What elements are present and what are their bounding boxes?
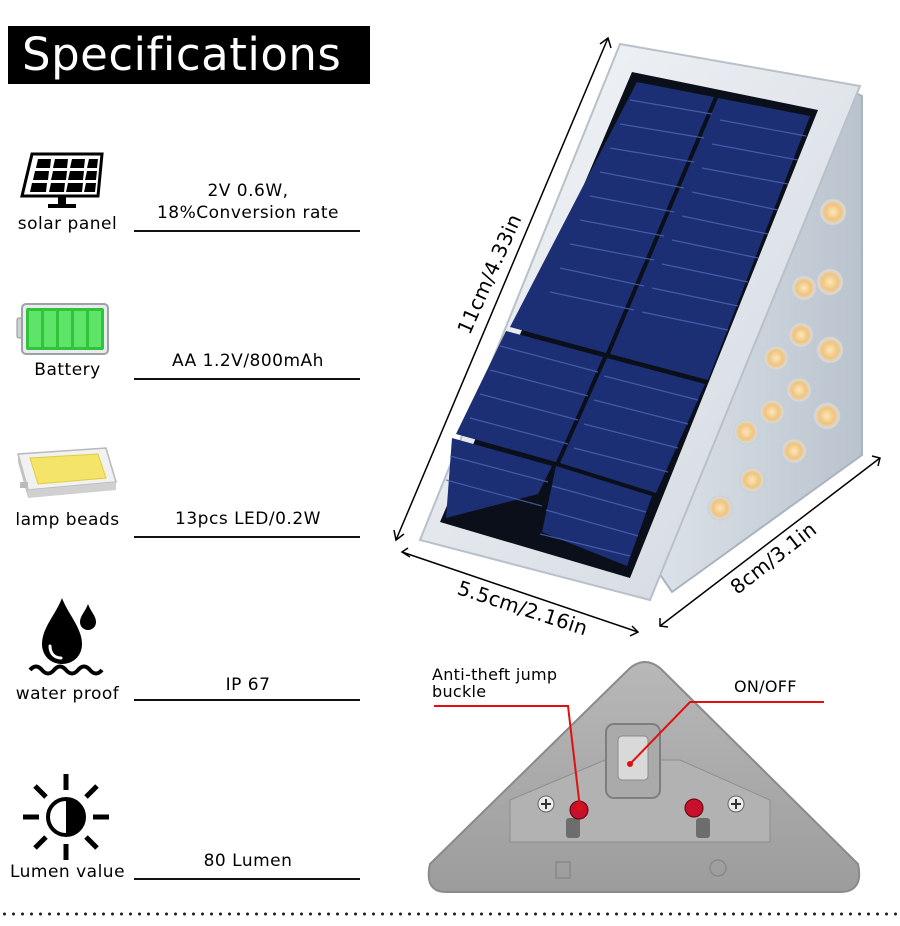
solar-panel-cells	[440, 72, 818, 578]
product-base	[427, 661, 861, 893]
page-title: Specifications	[8, 26, 370, 84]
battery-icon	[16, 303, 109, 355]
spec-value: 13pcs LED/0.2W	[175, 509, 321, 529]
spec-divider	[134, 378, 360, 380]
spec-value: 2V 0.6W, 18%Conversion rate	[156, 181, 340, 223]
spec-divider	[134, 699, 360, 701]
solar-light-product-image	[393, 36, 881, 893]
sun-icon	[23, 774, 109, 860]
on-off-callout: ON/OFF	[734, 677, 797, 696]
spec-row-water-proof: water proof IP 67	[0, 596, 370, 706]
spec-row-battery: Battery AA 1.2V/800mAh	[0, 302, 370, 382]
spec-divider	[134, 230, 360, 232]
spec-label: Lumen value	[9, 862, 126, 882]
spec-divider	[134, 536, 360, 538]
water-drop-icon	[28, 598, 104, 676]
spec-label: lamp beads	[15, 510, 120, 530]
spec-value: IP 67	[225, 675, 271, 695]
dimension-lines	[393, 36, 881, 637]
spec-row-solar-panel: solar panel 2V 0.6W, 18%Conversion rate	[0, 150, 370, 240]
dotted-divider	[0, 912, 900, 916]
spec-divider	[134, 878, 360, 880]
led-array	[707, 198, 847, 521]
spec-value: AA 1.2V/800mAh	[172, 351, 324, 371]
spec-row-lamp-beads: lamp beads 13pcs LED/0.2W	[0, 440, 370, 540]
spec-value: 80 Lumen	[203, 851, 293, 871]
spec-label: Battery	[34, 360, 101, 380]
spec-row-lumen-value: Lumen value 80 Lumen	[0, 772, 370, 882]
anti-theft-callout: Anti-theft jump buckle	[432, 665, 558, 701]
solar-panel-icon	[20, 152, 104, 208]
spec-label: water proof	[15, 684, 120, 704]
spec-label: solar panel	[17, 214, 118, 234]
led-chip-icon	[17, 447, 117, 498]
